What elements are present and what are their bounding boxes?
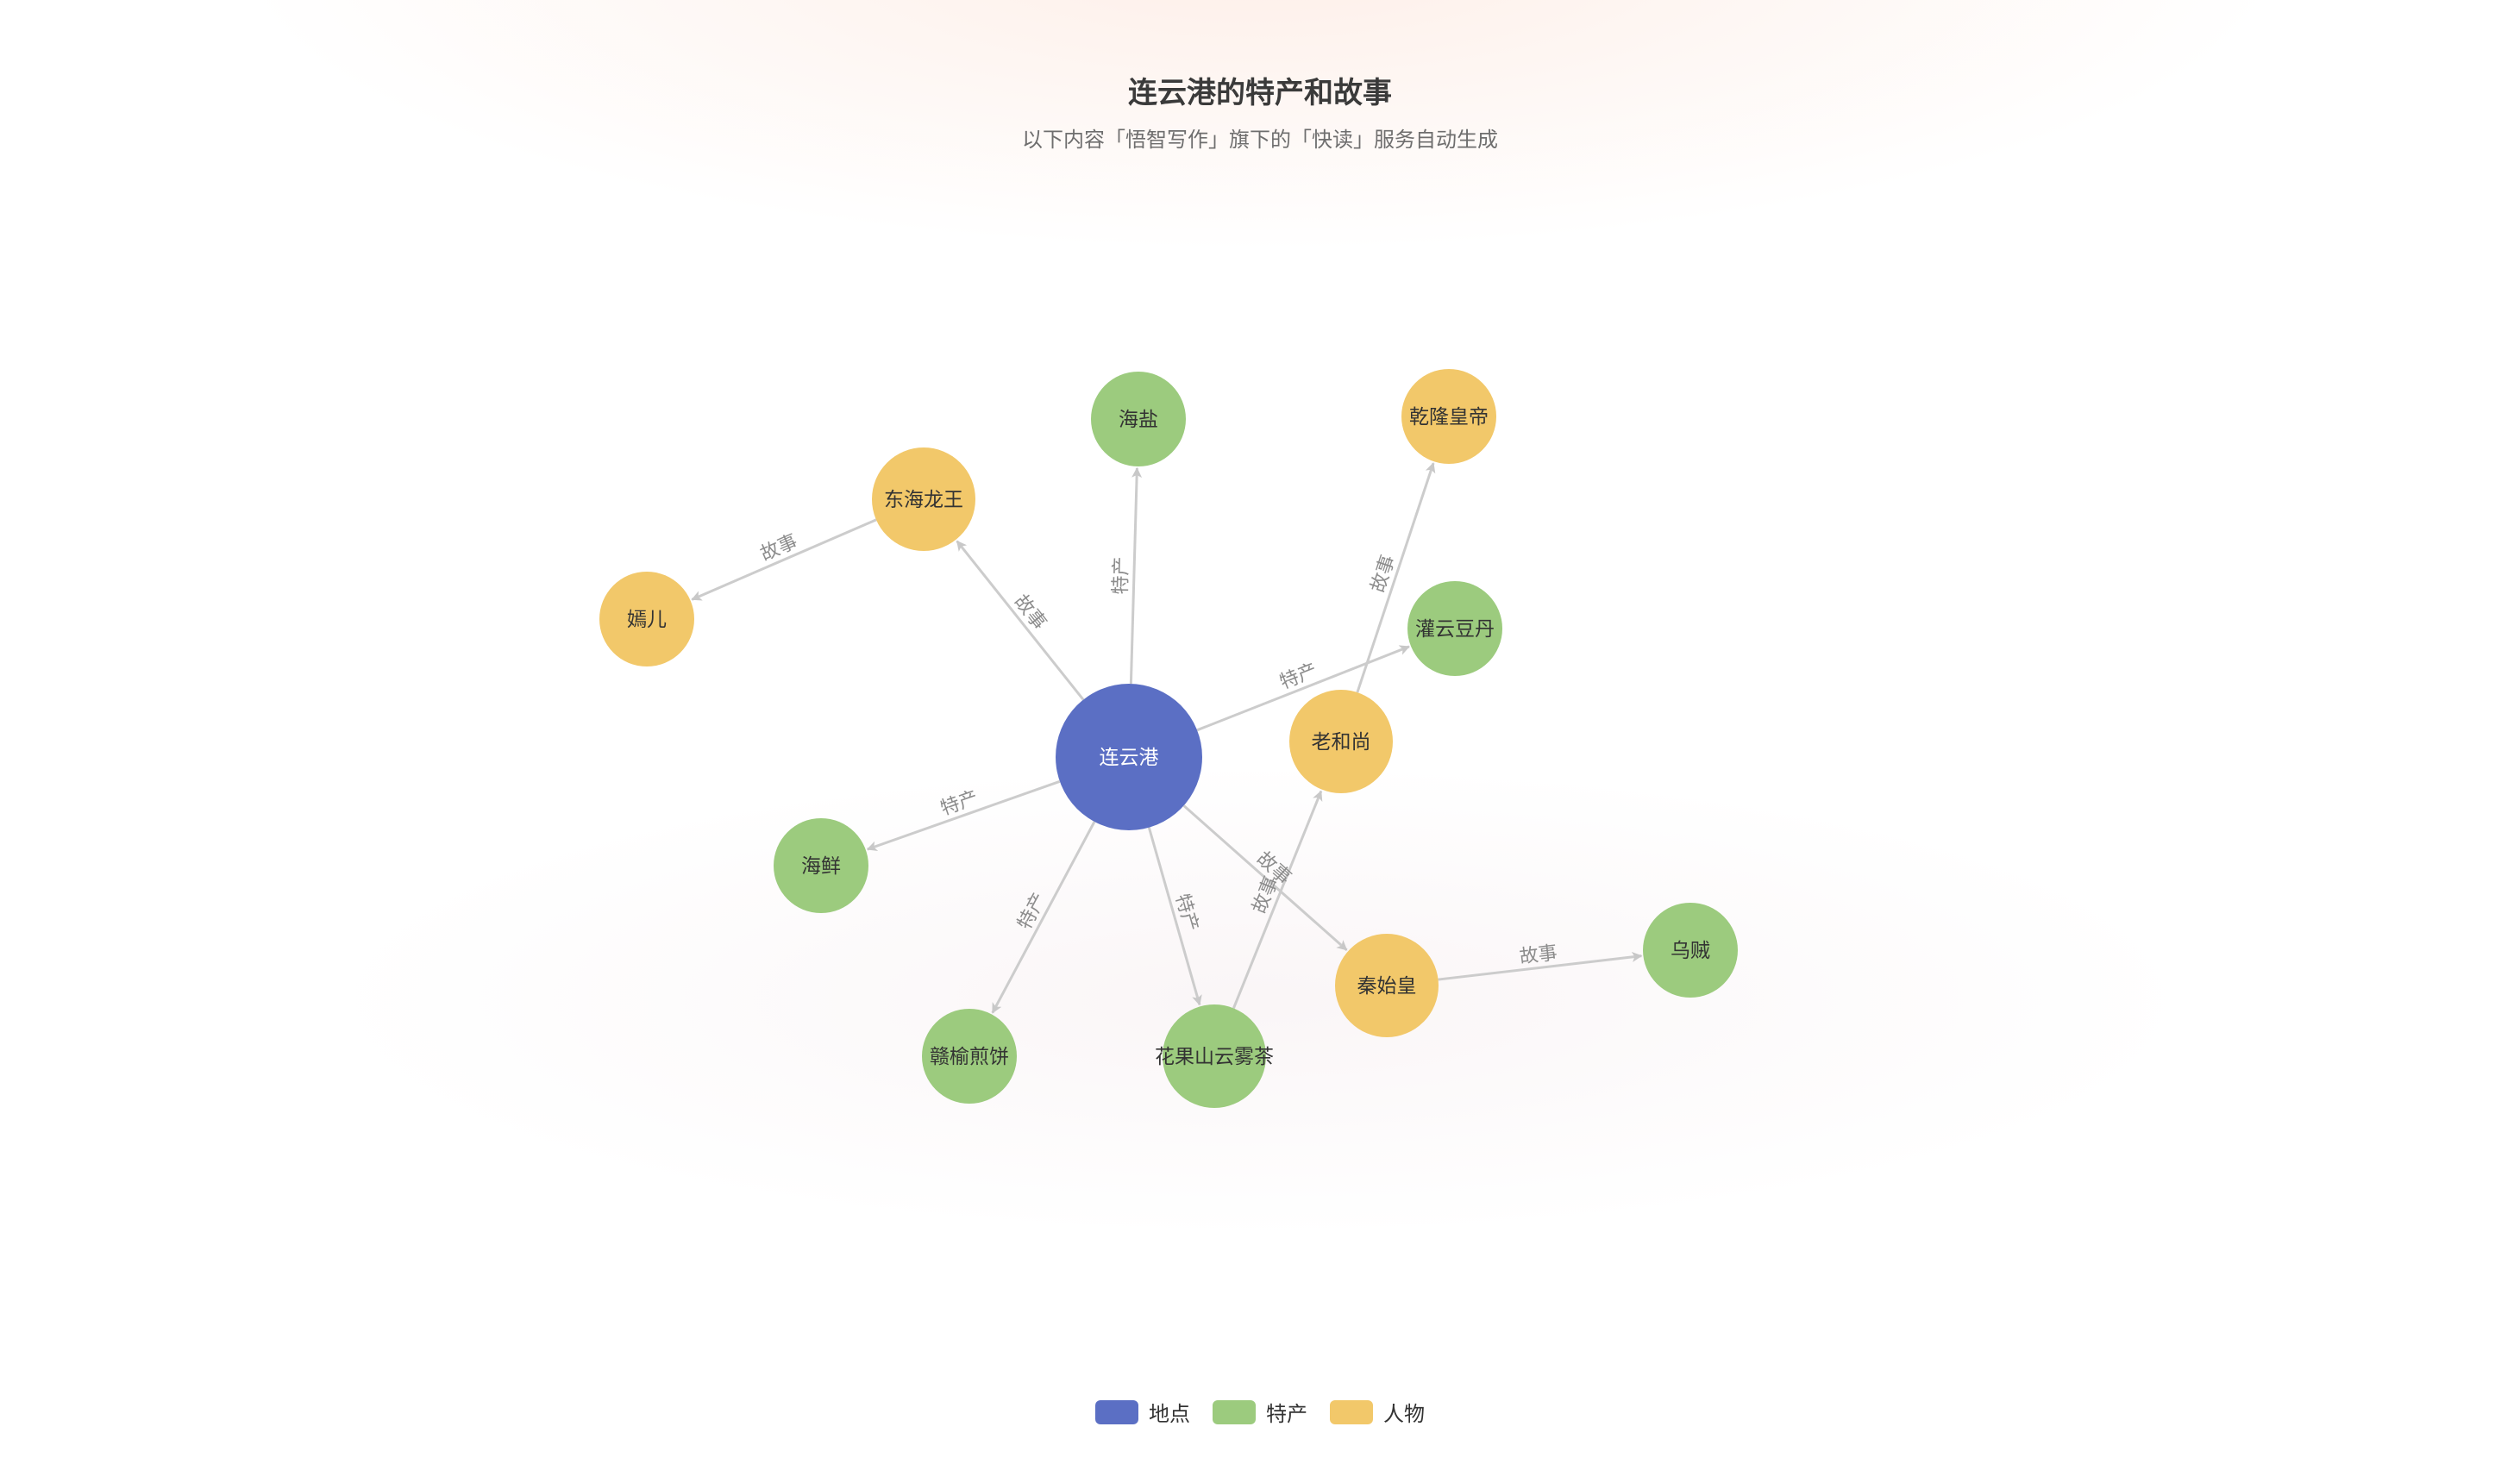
- node-label-laoheshang: 老和尚: [1312, 731, 1371, 754]
- node-haixian[interactable]: 海鲜: [774, 818, 868, 913]
- node-label-donghai: 东海龙王: [884, 489, 963, 511]
- node-label-haiyan: 海盐: [1119, 409, 1158, 431]
- node-label-qinshihuang: 秦始皇: [1357, 975, 1417, 998]
- node-circle-donghai[interactable]: [872, 447, 975, 551]
- edge-lyg-ganyu[interactable]: [991, 821, 1096, 1014]
- node-label-ganyu: 赣榆煎饼: [930, 1046, 1009, 1068]
- edge-donghai-yaner[interactable]: [691, 518, 877, 601]
- node-circle-haiyan[interactable]: [1091, 372, 1186, 466]
- edge-label-lyg-haixian: 特产: [938, 787, 981, 820]
- legend-label-specialty: 特产: [1266, 1402, 1307, 1426]
- node-haiyan[interactable]: 海盐: [1091, 372, 1186, 466]
- node-circle-lyg[interactable]: [1056, 684, 1202, 830]
- edge-label-lyg-huaguoshan: 特产: [1171, 892, 1202, 934]
- node-label-haixian: 海鲜: [801, 855, 841, 878]
- edge-lyg-qinshihuang[interactable]: [1182, 804, 1348, 951]
- node-label-qianlong: 乾隆皇帝: [1409, 406, 1489, 429]
- legend-swatch-location: [1095, 1399, 1138, 1424]
- edge-label-lyg-donghai: 故事: [1010, 591, 1050, 634]
- node-label-wuzei: 乌贼: [1671, 940, 1710, 962]
- node-circle-laoheshang[interactable]: [1289, 690, 1393, 793]
- legend-label-location: 地点: [1149, 1402, 1190, 1426]
- chart-title: 连云港的特产和故事: [1128, 76, 1392, 110]
- node-circle-wuzei[interactable]: [1643, 903, 1738, 998]
- edge-lyg-haiyan[interactable]: [1129, 466, 1143, 685]
- edge-label-lyg-haiyan: 特产: [1110, 556, 1132, 595]
- edge-laoheshang-qianlong[interactable]: [1356, 462, 1436, 693]
- edge-qinshihuang-wuzei[interactable]: [1438, 951, 1643, 981]
- node-wuzei[interactable]: 乌贼: [1643, 903, 1738, 998]
- node-ganyu[interactable]: 赣榆煎饼: [922, 1009, 1017, 1104]
- node-label-yaner: 嫣儿: [627, 609, 667, 631]
- legend-label-person: 人物: [1383, 1402, 1425, 1426]
- legend-swatch-specialty: [1213, 1399, 1256, 1424]
- edge-huaguoshan-laoheshang[interactable]: [1232, 790, 1323, 1009]
- edge-lyg-donghai[interactable]: [956, 540, 1085, 701]
- node-label-lyg: 连云港: [1100, 747, 1159, 769]
- node-yaner[interactable]: 嫣儿: [599, 572, 694, 666]
- node-circle-haixian[interactable]: [774, 818, 868, 913]
- node-qianlong[interactable]: 乾隆皇帝: [1401, 369, 1496, 464]
- legend-item-location[interactable]: 地点: [1095, 1397, 1190, 1427]
- legend-item-specialty[interactable]: 特产: [1213, 1397, 1307, 1427]
- chart-subtitle: 以下内容「悟智写作」旗下的「快读」服务自动生成: [1022, 128, 1498, 152]
- legend: 地点 特产 人物: [0, 1397, 2520, 1427]
- edge-label-lyg-guanyun: 特产: [1277, 660, 1320, 693]
- node-circle-huaguoshan[interactable]: [1163, 1004, 1266, 1108]
- node-circle-ganyu[interactable]: [922, 1009, 1017, 1104]
- edge-label-donghai-yaner: 故事: [757, 531, 800, 566]
- edge-label-qinshihuang-wuzei: 故事: [1519, 942, 1559, 968]
- legend-swatch-person: [1330, 1399, 1373, 1424]
- node-label-huaguoshan: 花果山云雾茶: [1155, 1046, 1274, 1068]
- node-label-guanyun: 灌云豆丹: [1415, 618, 1495, 641]
- edge-lyg-guanyun[interactable]: [1196, 645, 1410, 732]
- node-circle-guanyun[interactable]: [1407, 581, 1502, 676]
- node-circle-yaner[interactable]: [599, 572, 694, 666]
- edge-lyg-haixian[interactable]: [866, 779, 1061, 852]
- node-laoheshang[interactable]: 老和尚: [1289, 690, 1393, 793]
- node-circle-qinshihuang[interactable]: [1335, 934, 1439, 1037]
- node-huaguoshan[interactable]: 花果山云雾茶: [1155, 1004, 1274, 1108]
- node-qinshihuang[interactable]: 秦始皇: [1335, 934, 1439, 1037]
- node-lyg[interactable]: 连云港: [1056, 684, 1202, 830]
- node-circle-qianlong[interactable]: [1401, 369, 1496, 464]
- edge-label-laoheshang-qianlong: 故事: [1367, 553, 1400, 596]
- node-guanyun[interactable]: 灌云豆丹: [1407, 581, 1502, 676]
- node-donghai[interactable]: 东海龙王: [872, 447, 975, 551]
- edge-lyg-huaguoshan[interactable]: [1147, 827, 1202, 1006]
- edges-layer: [691, 462, 1643, 1014]
- legend-item-person[interactable]: 人物: [1330, 1397, 1425, 1427]
